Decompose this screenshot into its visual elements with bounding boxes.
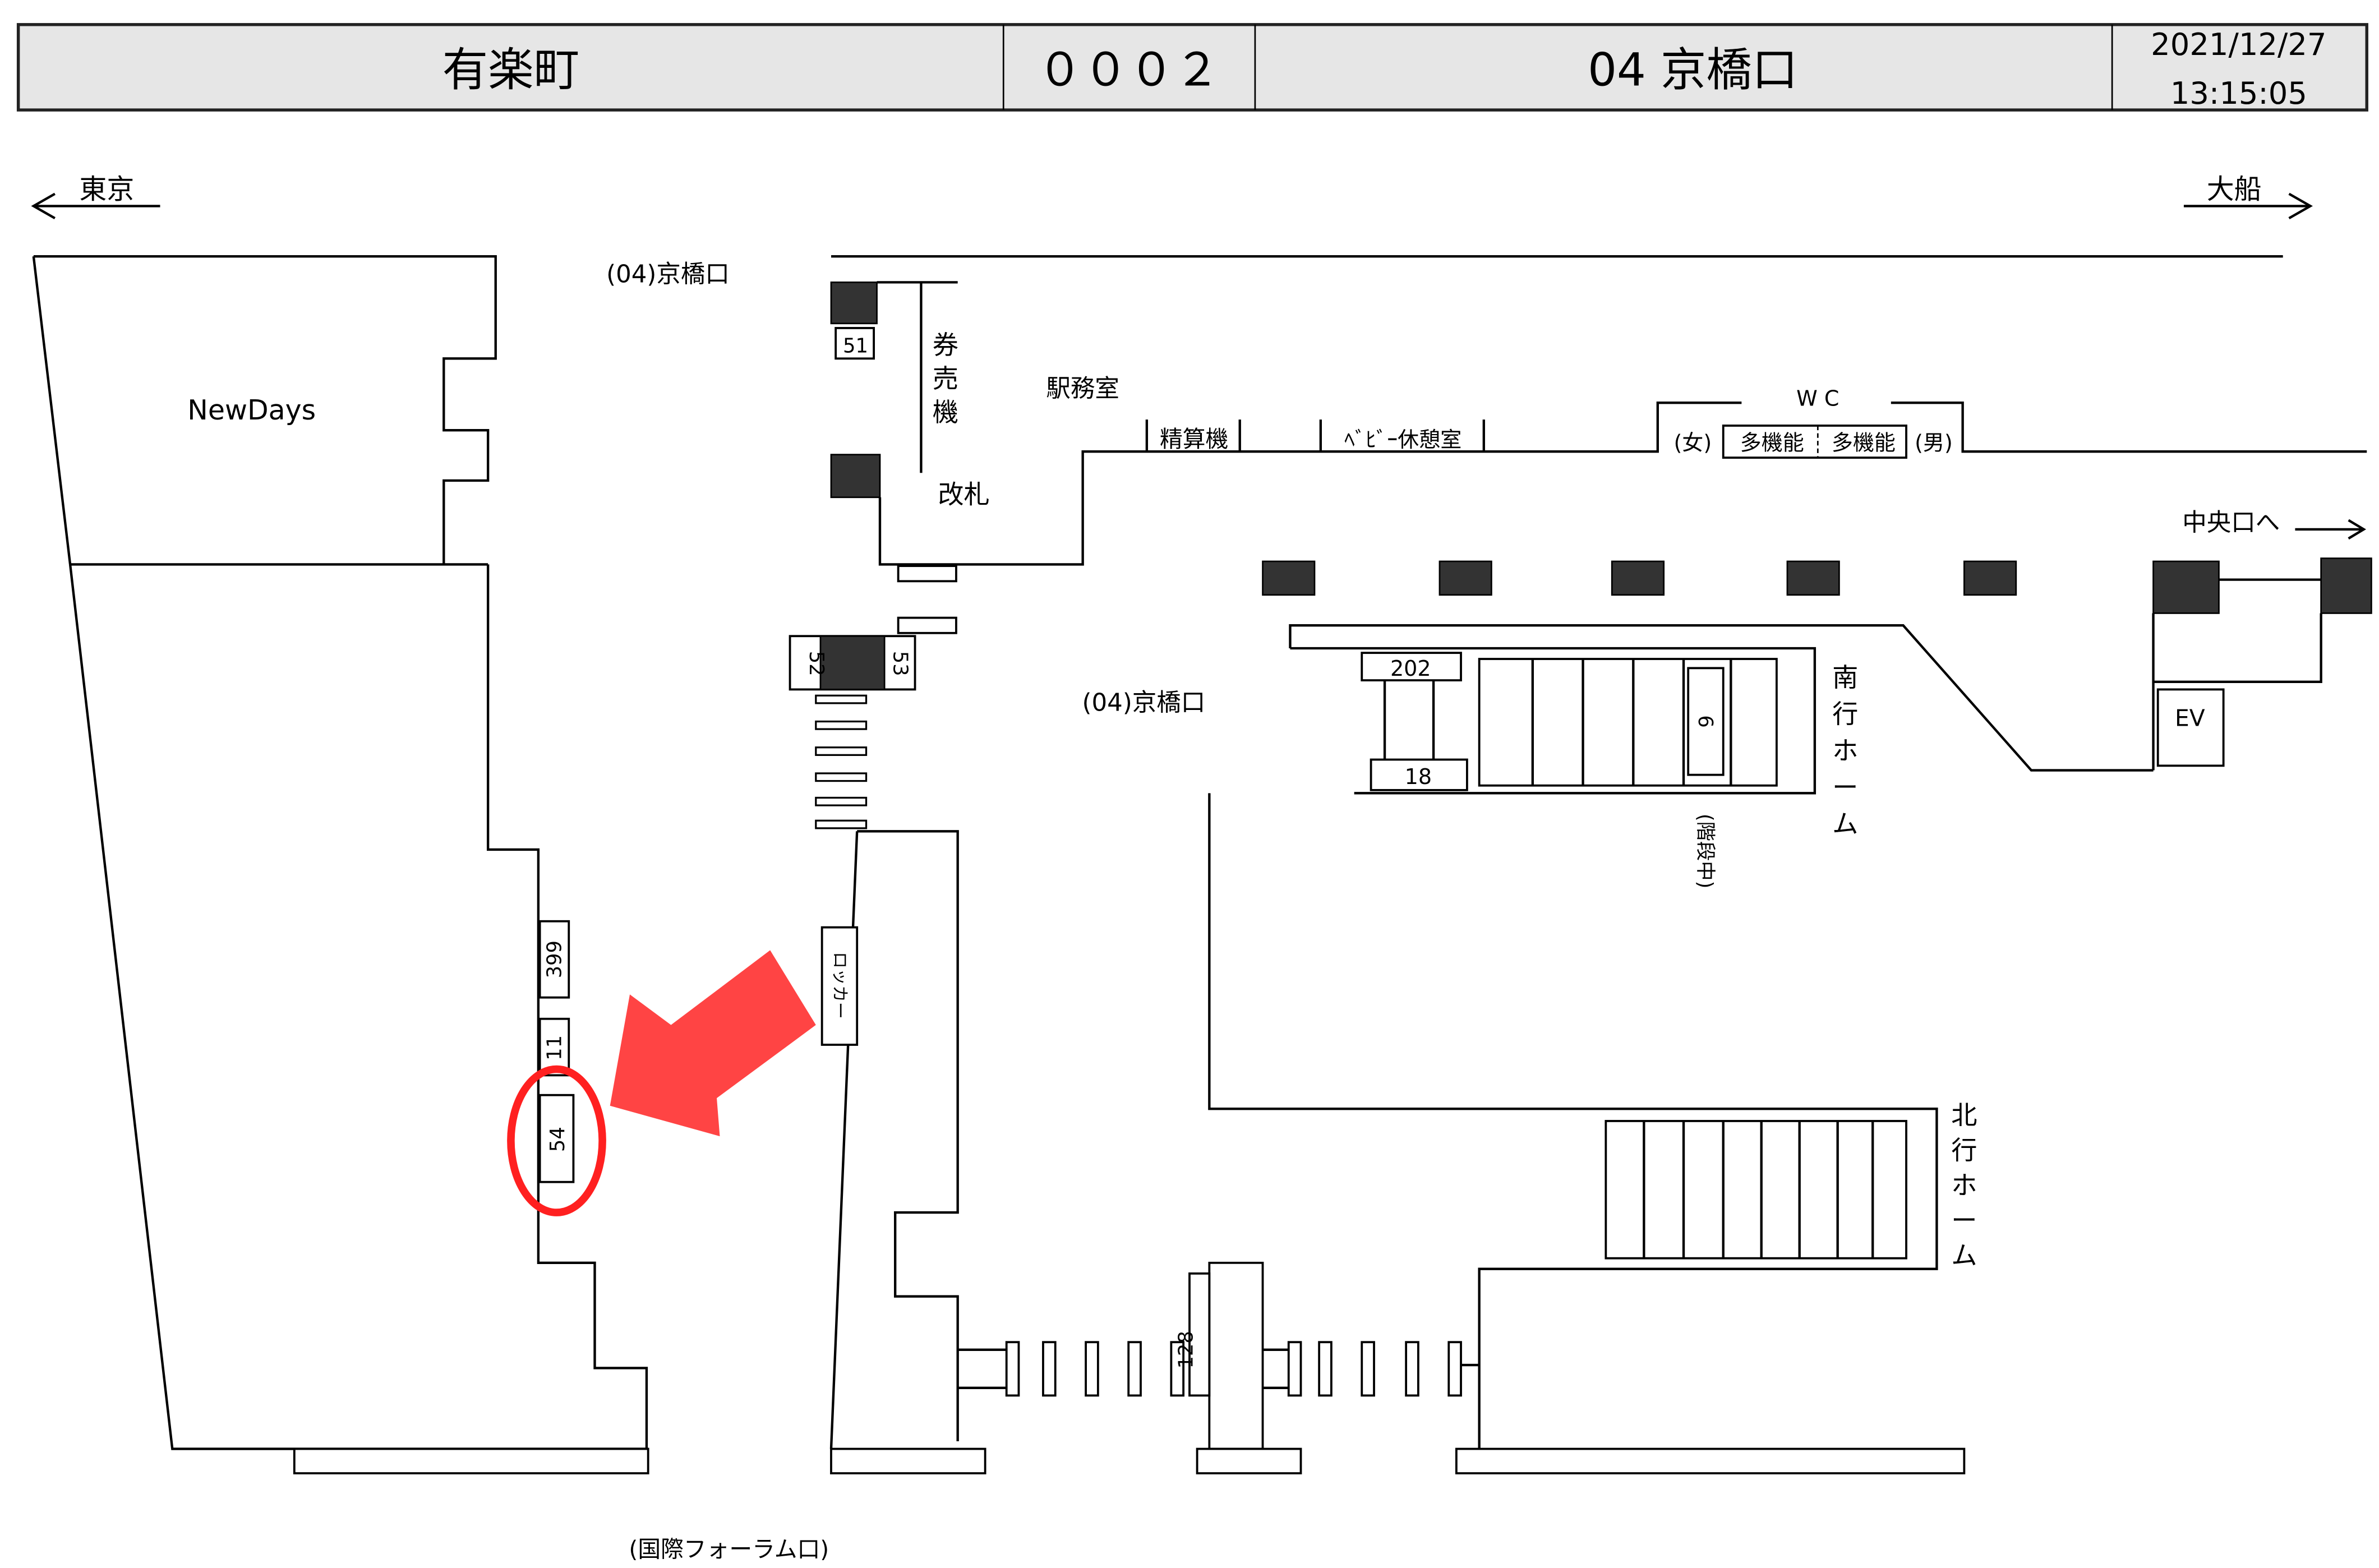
- svg-text:ム: ム: [1951, 1240, 1977, 1271]
- central-exit-label: 中央口へ: [2182, 509, 2280, 537]
- board-399-label: 399: [543, 940, 566, 978]
- date: 2021/12/27: [2151, 27, 2326, 62]
- left-building: NewDays 399 11 54: [32, 255, 649, 1474]
- gate-label: 改札: [938, 479, 989, 510]
- board-128-label: 128: [1174, 1331, 1197, 1368]
- locker-label: ロッカー: [829, 952, 849, 1019]
- ticket-machine-label: 機: [933, 397, 958, 427]
- men-label: (男): [1915, 430, 1953, 455]
- multi-toilet-label: 多機能: [1832, 430, 1896, 455]
- time: 13:15:05: [2170, 76, 2307, 111]
- wc-label: W C: [1796, 386, 1839, 411]
- ev-label: EV: [2175, 705, 2205, 732]
- concourse: (04)京橋口 51 券 売 機 改札 駅務室 精算機 ﾍﾞﾋﾞｰ休憩室 W C…: [606, 255, 2372, 1563]
- svg-text:ホ: ホ: [1951, 1170, 1977, 1200]
- north-platform-label: 北 行 ホ ー ム: [1951, 1100, 1977, 1270]
- svg-text:行: 行: [1951, 1135, 1977, 1165]
- svg-text:北: 北: [1951, 1100, 1977, 1130]
- board-399: [538, 920, 570, 999]
- exit-bottom-label: (国際フォーラム口): [629, 1536, 829, 1563]
- direction-right-label: 大船: [2207, 173, 2262, 205]
- direction-left-arrow: 東京: [31, 173, 160, 220]
- ticket-machine-label: 券: [933, 330, 958, 360]
- station-code: ０００２: [1037, 44, 1220, 97]
- exit-top-label: (04)京橋口: [606, 260, 730, 288]
- exit-name: 04 京橋口: [1588, 44, 1797, 97]
- board-11-label: 11: [543, 1035, 566, 1060]
- svg-text:ー: ー: [1832, 772, 1858, 803]
- svg-text:ー: ー: [1951, 1205, 1977, 1235]
- newdays-label: NewDays: [187, 394, 316, 426]
- board-51-label: 51: [843, 334, 868, 357]
- board-51-sign: [830, 282, 878, 325]
- station-name: 有楽町: [442, 44, 580, 97]
- stair-mid-label: (階段中): [1694, 814, 1717, 889]
- board-54: [538, 1094, 575, 1183]
- svg-text:ホ: ホ: [1832, 735, 1858, 765]
- board-6-label: 6: [1694, 715, 1717, 727]
- south-platform-label: 南 行 ホ ー ム: [1832, 662, 1858, 839]
- ticket-machine-label: 売: [933, 363, 958, 394]
- board-53-label: 53: [888, 651, 911, 676]
- svg-text:南: 南: [1832, 662, 1858, 693]
- women-label: (女): [1673, 430, 1712, 455]
- header-bar: 有楽町 ０００２ 04 京橋口 2021/12/27 13:15:05: [16, 23, 2368, 112]
- svg-text:行: 行: [1832, 699, 1858, 729]
- multi-toilet-label: 多機能: [1740, 430, 1804, 455]
- direction-right-arrow: 大船: [2183, 173, 2313, 220]
- board-52-label: 52: [805, 651, 828, 676]
- board-54-label: 54: [546, 1127, 569, 1152]
- board-202-label: 202: [1390, 656, 1431, 681]
- board-18-label: 18: [1405, 764, 1432, 789]
- exit-mid-label: (04)京橋口: [1082, 689, 1206, 717]
- highlight-circle: [507, 1065, 606, 1216]
- baby-room-label: ﾍﾞﾋﾞｰ休憩室: [1344, 427, 1461, 452]
- direction-left-label: 東京: [79, 173, 134, 205]
- station-office-label: 駅務室: [1046, 375, 1119, 403]
- fare-adjust-label: 精算機: [1160, 426, 1228, 453]
- svg-text:ム: ム: [1832, 809, 1858, 839]
- highlight-arrow: [610, 950, 816, 1137]
